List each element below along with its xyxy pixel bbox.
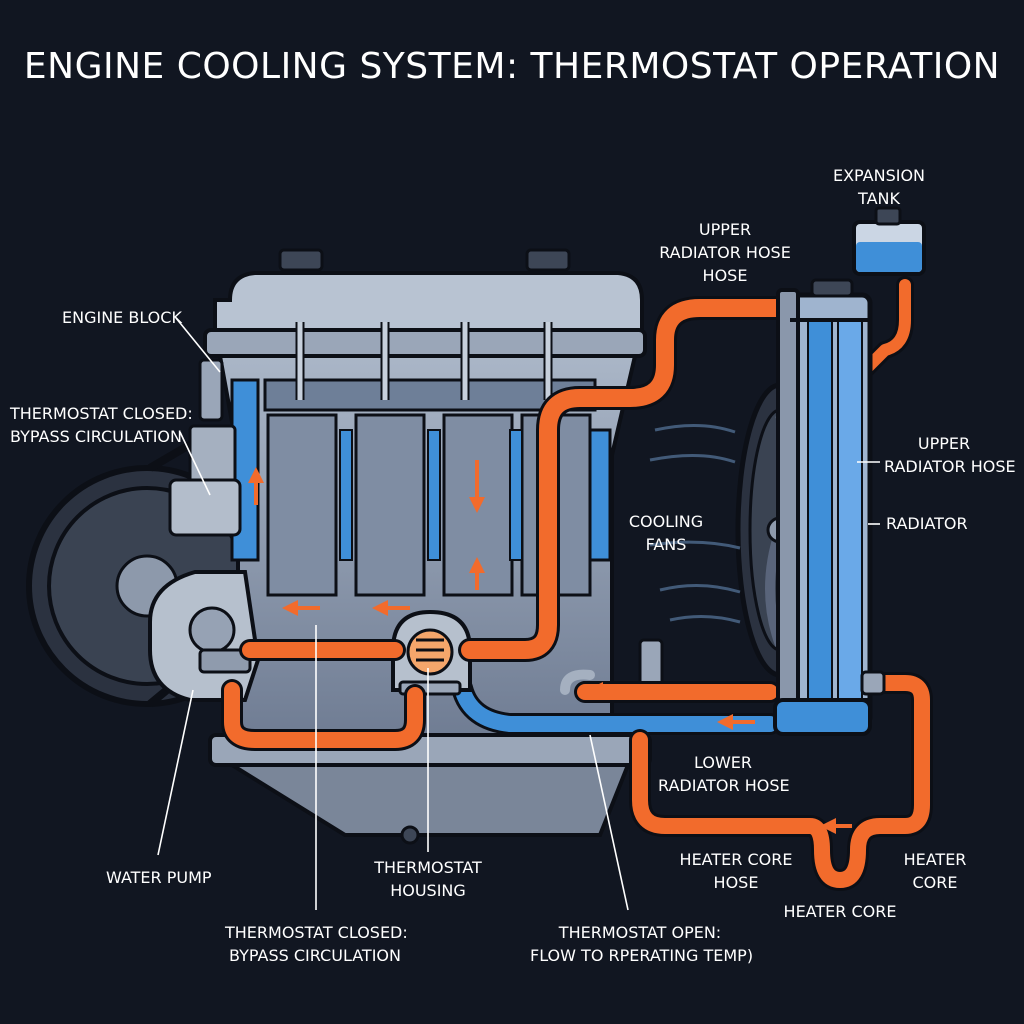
label-radiator: RADIATOR [886, 514, 968, 533]
label-upper-radiator-hose-top: UPPER RADIATOR HOSE HOSE [659, 220, 791, 285]
label-heater-core-bottom: HEATER CORE [783, 902, 897, 921]
label-thermostat-open: THERMOSTAT OPEN: FLOW TO RPERATING TEMP) [530, 923, 754, 965]
label-expansion-tank: EXPANSION TANK [832, 166, 926, 208]
label-heater-core-hose: HEATER CORE HOSE [679, 850, 793, 892]
label-engine-block: ENGINE BLOCK [62, 308, 182, 327]
label-heater-core-right: HEATER CORE [903, 850, 967, 892]
label-cooling-fans: COOLING FANS [628, 512, 704, 554]
radiator [773, 278, 886, 736]
diagram-title: ENGINE COOLING SYSTEM: THERMOSTAT OPERAT… [23, 46, 1001, 87]
label-water-pump: WATER PUMP [106, 868, 212, 887]
water-pump [148, 570, 261, 702]
leader-lines [157, 317, 880, 911]
label-upper-radiator-hose-right: UPPER RADIATOR HOSE [884, 434, 1016, 476]
expansion-tank [852, 206, 926, 276]
label-thermostat-housing: THERMOSTAT HOUSING [374, 858, 482, 900]
label-thermostat-closed-top: THERMOSTAT CLOSED: BYPASS CIRCULATION [10, 404, 193, 446]
label-thermostat-closed-bottom: THERMOSTAT CLOSED: BYPASS CIRCULATION [225, 923, 408, 965]
engine-block [198, 248, 664, 845]
label-lower-radiator-hose: LOWER RADIATOR HOSE [658, 753, 790, 795]
